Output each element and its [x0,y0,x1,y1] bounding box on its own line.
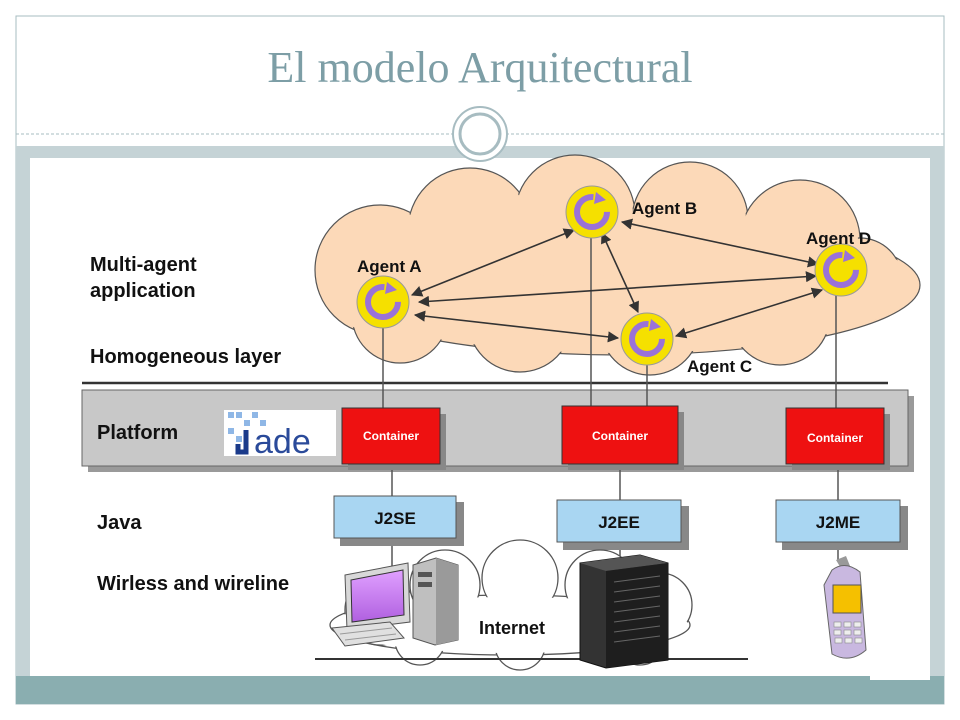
slide-title: El modelo Arquitectural [267,43,693,92]
agent-b-icon [565,185,619,239]
agent-c-icon [620,312,674,366]
agent-c-label: Agent C [687,357,752,376]
internet-label: Internet [479,618,545,638]
j2ee-box: J2EE [556,499,689,550]
platform-label: Platform [97,422,178,444]
agent-a-label: Agent A [357,257,422,276]
container-1: Container [341,407,446,470]
agent-a-icon [356,275,410,329]
agent-arrows [410,218,824,343]
j2se-box: J2SE [333,495,464,546]
server-icon [579,554,669,669]
multi-agent-label-line1: Multi-agent [90,254,197,276]
agent-d-icon [814,243,868,297]
container-2: Container [561,405,684,470]
homogeneous-layer-label: Homogeneous layer [90,346,281,368]
container-3: Container [785,407,890,470]
multi-agent-label-line2: application [90,280,196,302]
j2ee-label: J2EE [598,513,640,532]
container-1-label: Container [363,429,419,443]
title-ornament-circle [452,106,508,162]
j2me-box: J2ME [775,499,908,550]
container-3-label: Container [807,431,863,445]
desktop-computer-icon [331,557,459,647]
multi-agent-label: Multi-agent application [90,254,202,302]
agent-d-label: Agent D [806,229,871,248]
container-2-label: Container [592,429,648,443]
mobile-phone-icon [823,556,930,680]
network-label: Wirless and wireline [97,573,289,595]
j2se-label: J2SE [374,509,416,528]
jade-logo: ade [224,410,336,461]
j2me-label: J2ME [816,513,860,532]
java-label: Java [97,512,142,534]
jade-logo-text: ade [254,423,311,461]
agent-b-label: Agent B [632,199,697,218]
